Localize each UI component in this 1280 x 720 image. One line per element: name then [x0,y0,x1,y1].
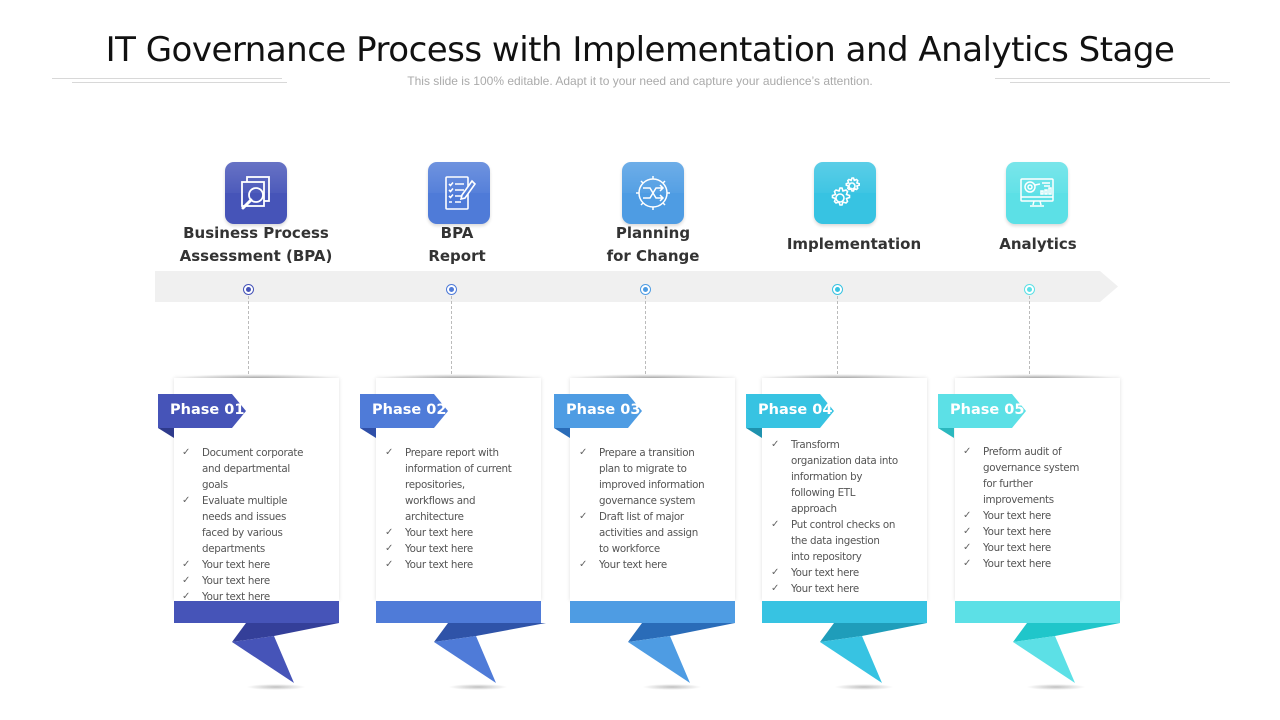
card-3-shadow [572,374,732,378]
ribbon-3 [570,601,735,683]
checkmark-icon: ✓ [963,542,972,553]
checkmark-icon: ✓ [182,559,191,570]
bullet-item: ✓Your text here [385,543,473,555]
bullet-item: ✓Draft list of major activities and assi… [579,511,699,555]
divider-right-lower [1010,82,1230,83]
stage-1-label: Business Process Assessment (BPA) [179,224,333,265]
ribbon-5-shadow [1026,684,1086,690]
connector-4 [837,296,838,374]
stage-3-label: Planning for Change [606,224,700,265]
bullet-item: ✓Your text here [182,575,270,587]
bullet-item: ✓Document corporate and departmental goa… [182,447,304,491]
checkmark-icon: ✓ [579,559,588,570]
checkmark-icon: ✓ [182,591,191,602]
ribbon-2 [376,601,546,683]
ribbon-1-shadow [246,684,306,690]
divider-left-lower [72,82,287,83]
bullet-item: ✓Preform audit of governance system for … [963,446,1080,506]
phase-3-bullets: ✓Prepare a transition plan to migrate to… [579,445,709,573]
ribbon-2-shadow [448,684,508,690]
checkmark-icon: ✓ [182,447,191,458]
checkmark-icon: ✓ [385,543,394,554]
card-5-shadow [956,374,1116,378]
slide-title: IT Governance Process with Implementatio… [105,30,1175,70]
checkmark-icon: ✓ [963,526,972,537]
stage-4-label: Implementation [786,235,922,253]
checkmark-icon: ✓ [963,446,972,457]
card-4-shadow [764,374,924,378]
divider-right-upper [995,78,1210,79]
bullet-item: ✓Your text here [385,559,473,571]
checkmark-icon: ✓ [385,559,394,570]
document-search-icon [225,162,287,224]
ribbon-4 [762,601,927,683]
stage-2-label: BPA Report [428,224,486,265]
card-2-shadow [378,374,538,378]
bullet-item: ✓Your text here [963,510,1051,522]
bullet-item: ✓Your text here [963,542,1051,554]
bullet-item: ✓Prepare report with information of curr… [385,447,512,523]
bullet-item: ✓Your text here [579,559,667,571]
checkmark-icon: ✓ [771,519,780,530]
gear-change-icon [622,162,684,224]
ribbon-1 [174,601,339,683]
checkmark-icon: ✓ [182,575,191,586]
connector-5 [1029,296,1030,374]
bullet-item: ✓Your text here [182,559,270,571]
timeline-dot-3 [640,284,651,295]
ribbon-3-shadow [642,684,702,690]
timeline-dot-2 [446,284,457,295]
checkmark-icon: ✓ [385,527,394,538]
ribbon-5 [955,601,1120,683]
connector-2 [451,296,452,374]
timeline-dot-4 [832,284,843,295]
stage-5-label: Analytics [999,235,1077,253]
bullet-item: ✓Your text here [182,591,270,603]
phase-4-bullets: ✓Transform organization data into inform… [771,437,901,597]
analytics-monitor-icon [1006,162,1068,224]
bullet-item: ✓Your text here [963,558,1051,570]
checkmark-icon: ✓ [579,511,588,522]
checkmark-icon: ✓ [385,447,394,458]
report-checklist-icon [428,162,490,224]
bullet-item: ✓Put control checks on the data ingestio… [771,519,896,563]
bullet-item: ✓Your text here [771,567,859,579]
checkmark-icon: ✓ [579,447,588,458]
connector-1 [248,296,249,374]
bullet-item: ✓Prepare a transition plan to migrate to… [579,447,705,507]
checkmark-icon: ✓ [963,510,972,521]
bullet-item: ✓Your text here [963,526,1051,538]
ribbon-4-shadow [834,684,894,690]
card-1-shadow [176,374,336,378]
timeline-dot-5 [1024,284,1035,295]
connector-3 [645,296,646,374]
bullet-item: ✓Transform organization data into inform… [771,439,898,515]
gears-icon [814,162,876,224]
timeline-dot-1: .d1::after{} [243,284,254,295]
divider-left-upper [52,78,282,79]
checkmark-icon: ✓ [963,558,972,569]
phase-2-bullets: ✓Prepare report with information of curr… [385,445,515,573]
bullet-item: ✓Your text here [385,527,473,539]
checkmark-icon: ✓ [771,439,780,450]
checkmark-icon: ✓ [771,583,780,594]
slide-subtitle: This slide is 100% editable. Adapt it to… [407,74,873,88]
phase-5-bullets: ✓Preform audit of governance system for … [963,444,1093,572]
bullet-item: ✓Evaluate multiple needs and issues face… [182,495,288,555]
timeline-arrow [155,271,1118,302]
phase-1-bullets: ✓Document corporate and departmental goa… [182,445,312,605]
bullet-item: ✓Your text here [771,583,859,595]
checkmark-icon: ✓ [182,495,191,506]
checkmark-icon: ✓ [771,567,780,578]
